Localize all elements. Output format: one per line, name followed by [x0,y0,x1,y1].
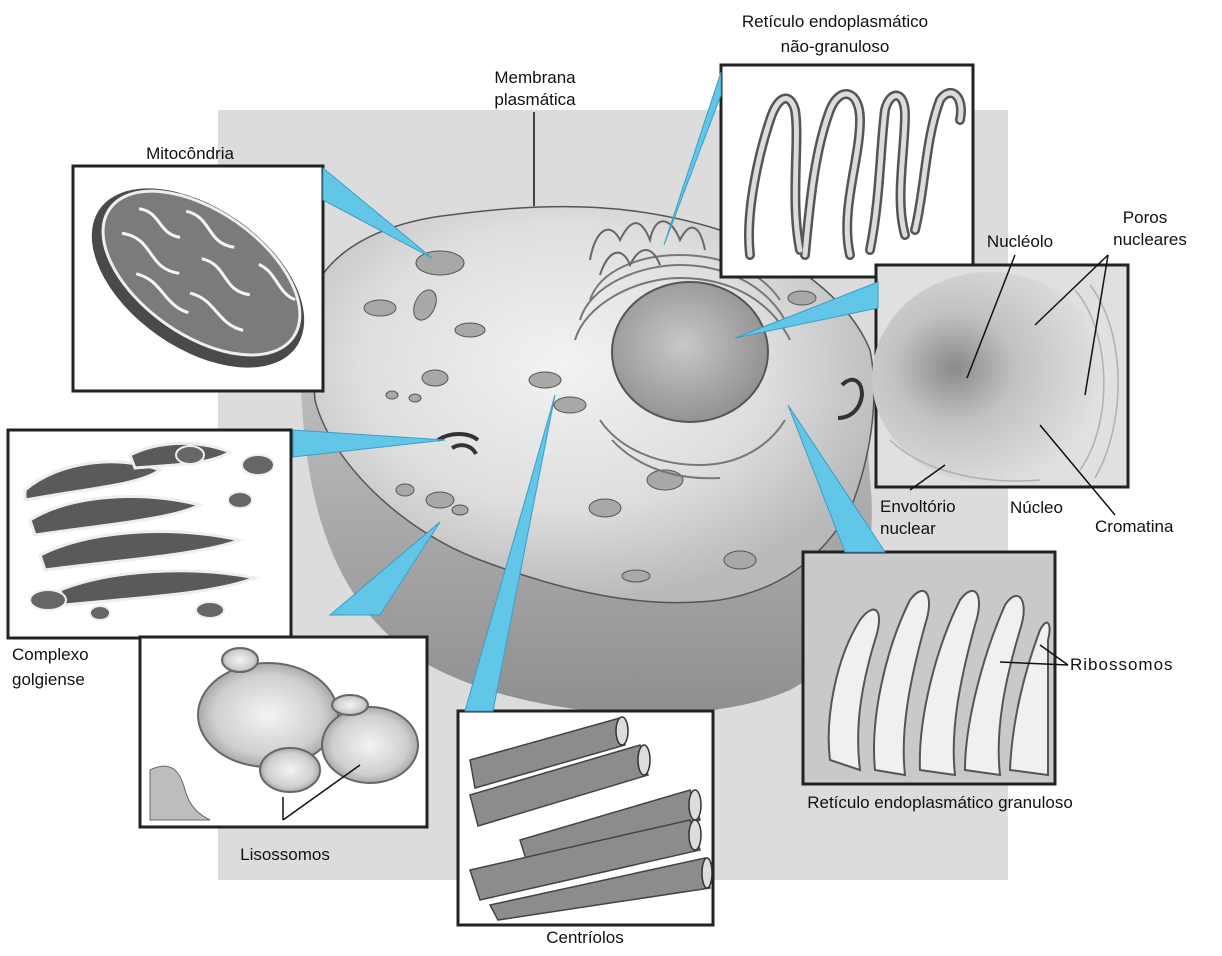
label-smooth-er-line1: Retículo endoplasmático [700,12,970,32]
smooth-er-panel [721,65,973,277]
golgi-panel [8,430,291,638]
label-pores-line2: nucleares [1100,230,1200,250]
label-centrioles: Centríolos [520,928,650,948]
label-nucleus: Núcleo [1010,498,1063,518]
label-rough-er: Retículo endoplasmático granuloso [760,793,1120,813]
label-nucleolus: Nucléolo [975,232,1065,252]
label-smooth-er-line2: não-granuloso [700,37,970,57]
centriole-panel [458,711,713,925]
label-golgi-line1: Complexo [12,645,89,665]
label-membrane-line1: Membrana [470,68,600,88]
rough-er-panel [803,552,1055,784]
label-pores-line1: Poros [1100,208,1190,228]
cell-nucleus [612,282,768,422]
mitochondrion-panel [60,152,337,404]
label-mitochondrion: Mitocôndria [110,144,270,164]
label-envelope-line1: Envoltório [880,497,956,517]
label-lysosomes: Lisossomos [220,845,350,865]
nucleus-panel [872,265,1128,487]
label-chromatin: Cromatina [1095,517,1173,537]
label-golgi-line2: golgiense [12,670,85,690]
label-ribosomes: Ribossomos [1070,655,1174,675]
label-envelope-line2: nuclear [880,519,936,539]
label-membrane-line2: plasmática [470,90,600,110]
